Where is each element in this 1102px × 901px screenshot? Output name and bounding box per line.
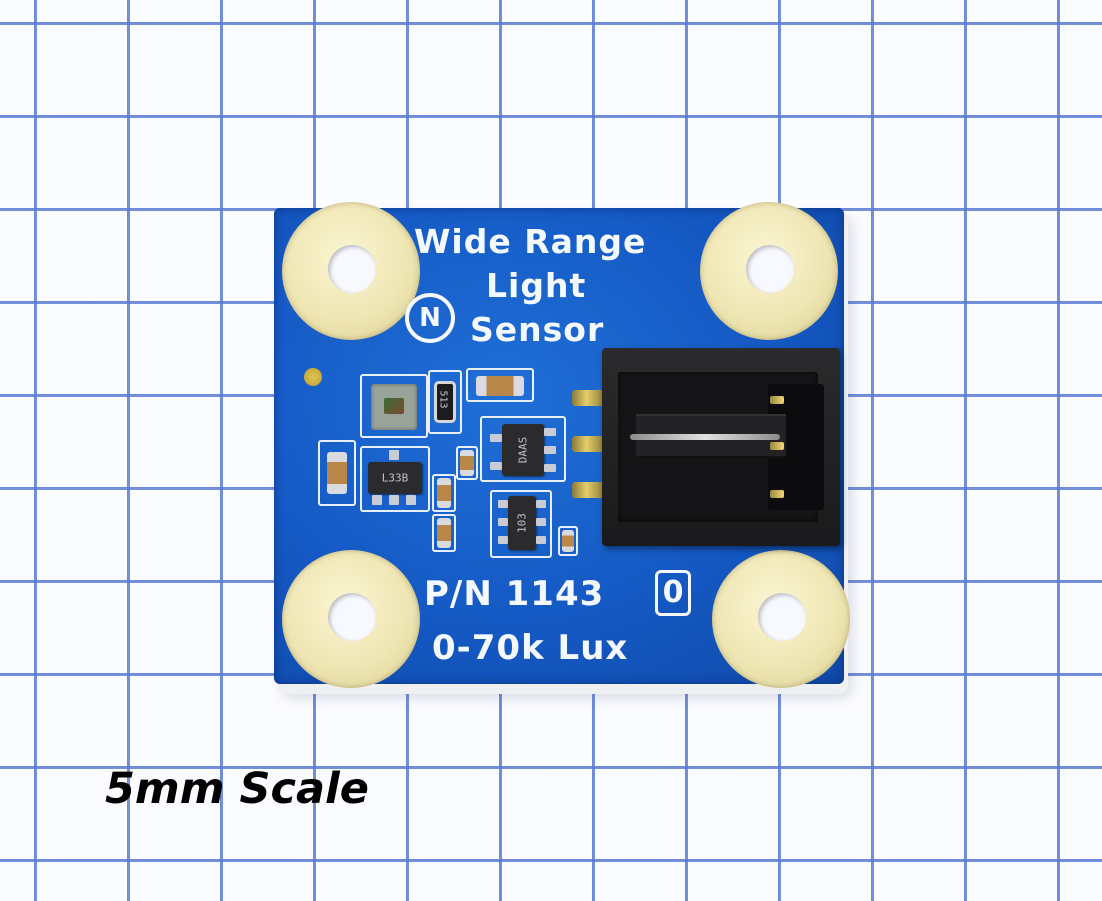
ic-pin xyxy=(498,518,508,526)
resistor-513: 513 xyxy=(437,384,453,420)
board-title-line-3: Sensor xyxy=(470,310,605,349)
light-sensor-chip xyxy=(371,384,417,430)
board-title-line-2: Light xyxy=(486,266,587,305)
ic-outline xyxy=(490,490,552,558)
mounting-pad-top-right xyxy=(700,202,838,340)
mounting-pad-top-left xyxy=(282,202,420,340)
connector-contact-pin xyxy=(770,442,784,450)
sensor-die xyxy=(384,398,404,414)
mounting-hole xyxy=(746,245,794,293)
revision-box: 0 xyxy=(655,570,691,616)
ic-pin xyxy=(536,500,546,508)
connector-contact xyxy=(630,434,780,440)
ic-outline xyxy=(480,416,566,482)
ic-pin xyxy=(536,518,546,526)
capacitor-outline xyxy=(318,440,356,506)
regulator-pin xyxy=(372,495,382,505)
regulator-pin xyxy=(389,495,399,505)
capacitor-outline xyxy=(558,526,578,556)
mounting-pad-bottom-right xyxy=(712,550,850,688)
capacitor-small xyxy=(437,518,451,548)
ic-pin xyxy=(544,464,556,472)
regulator-pin xyxy=(389,450,399,460)
capacitor-outline xyxy=(466,368,534,402)
mounting-hole xyxy=(328,593,376,641)
ic-lower-marking: 103 xyxy=(515,513,529,533)
capacitor-outline xyxy=(456,446,478,480)
capacitor-top xyxy=(476,376,524,396)
ic-chip-upper: DAAS xyxy=(502,424,544,476)
ic-pin xyxy=(490,462,502,470)
ic-pin xyxy=(498,536,508,544)
ic-chip-lower: 103 xyxy=(508,496,536,550)
ic-pin xyxy=(544,446,556,454)
cable-connector xyxy=(602,348,840,546)
connector-pins xyxy=(570,366,610,526)
manufacturer-logo-icon: N xyxy=(405,293,455,343)
mounting-hole xyxy=(328,245,376,293)
scale-caption: 5mm Scale xyxy=(105,764,369,814)
ic-pin xyxy=(544,428,556,436)
regulator-marking: L33B xyxy=(381,471,409,485)
capacitor-small xyxy=(437,478,451,508)
mounting-hole xyxy=(758,593,806,641)
regulator-outline xyxy=(360,446,430,512)
part-number-label: P/N 1143 xyxy=(424,574,605,614)
capacitor-left xyxy=(327,452,347,494)
capacitor-small xyxy=(460,450,474,476)
connector-pin xyxy=(572,390,608,406)
regulator-chip: L33B xyxy=(368,462,422,494)
capacitor-small xyxy=(562,530,574,552)
via-pad xyxy=(304,368,322,386)
capacitor-outline xyxy=(432,474,456,512)
connector-contact-pin xyxy=(770,396,784,404)
connector-contact-pin xyxy=(770,490,784,498)
resistor-outline xyxy=(428,370,462,434)
ic-pin xyxy=(536,536,546,544)
connector-pin xyxy=(572,436,608,452)
connector-pin xyxy=(572,482,608,498)
lux-range-label: 0-70k Lux xyxy=(432,628,629,668)
capacitor-outline xyxy=(432,514,456,552)
ic-pin xyxy=(498,500,508,508)
mounting-pad-bottom-left xyxy=(282,550,420,688)
regulator-pin xyxy=(406,495,416,505)
resistor-marking: 513 xyxy=(437,390,449,409)
ic-pin xyxy=(490,434,502,442)
sensor-outline xyxy=(360,374,428,438)
ic-upper-marking: DAAS xyxy=(516,436,530,464)
board-title-line-1: Wide Range xyxy=(414,222,647,261)
